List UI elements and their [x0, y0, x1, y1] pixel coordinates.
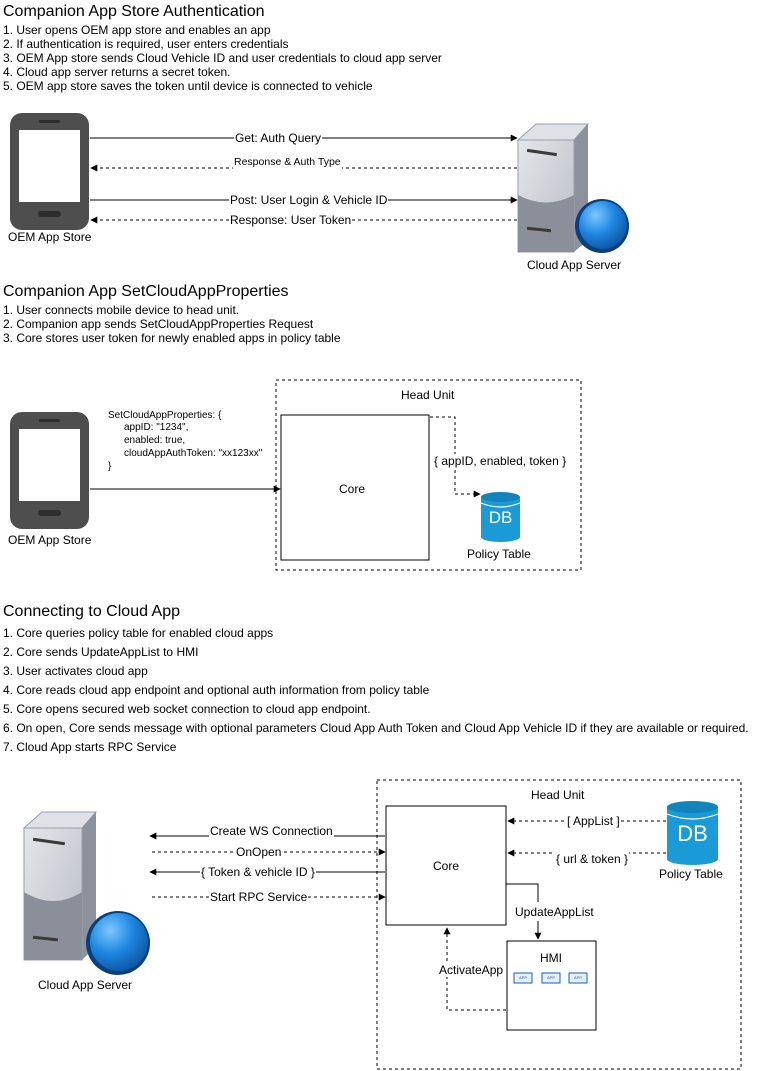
app-icon [541, 972, 561, 984]
phone-label: OEM App Store [8, 230, 92, 244]
arrow-label: Post: User Login & Vehicle ID [229, 193, 389, 207]
step-text: 2. Core sends UpdateAppList to HMI [3, 645, 199, 659]
core-label: Core [433, 859, 460, 873]
database-icon [480, 492, 521, 542]
app-icon [568, 972, 588, 984]
arrow-label: { url & token } [555, 852, 630, 866]
arrow-label: OnOpen [235, 845, 283, 859]
request-line: appID: "1234", [124, 422, 189, 433]
request-line: } [108, 461, 112, 472]
policy-table-label: Policy Table [659, 867, 723, 881]
arrow-label: Response & Auth Type [233, 155, 342, 169]
db-text: DB [677, 821, 708, 846]
policy-table-label: Policy Table [467, 547, 531, 561]
arrow-label: Response: User Token [229, 213, 353, 227]
cloud-server-icon [516, 123, 629, 253]
database-icon [666, 801, 719, 865]
step-text: 1. User opens OEM app store and enables … [3, 23, 271, 37]
app-icon-text: APP [546, 975, 555, 980]
line-updateapplist [506, 883, 539, 902]
head-unit-box [376, 779, 742, 1070]
phone-label: OEM App Store [8, 533, 92, 547]
arrow-label: Start RPC Service [209, 890, 309, 904]
phone-icon [10, 113, 89, 230]
core-label: Core [339, 482, 366, 496]
step-text: 1. Core queries policy table for enabled… [3, 626, 274, 640]
section-title: Connecting to Cloud App [3, 603, 181, 620]
phone-icon [10, 412, 89, 529]
head-unit-box [275, 379, 582, 571]
section-title: Companion App Store Authentication [3, 3, 265, 20]
request-line: SetCloudAppProperties: { [108, 410, 222, 421]
arrow-label: Get: Auth Query [234, 131, 323, 145]
core-box [385, 805, 507, 926]
server-label: Cloud App Server [527, 258, 622, 272]
step-text: 2. Companion app sends SetCloudAppProper… [3, 317, 314, 331]
step-text: 1. User connects mobile device to head u… [3, 303, 240, 317]
hmi-label: HMI [540, 951, 562, 965]
step-text: 3. Core stores user token for newly enab… [3, 331, 341, 345]
arrow-activateapp [443, 927, 506, 1011]
step-text: 4. Cloud app server returns a secret tok… [3, 65, 231, 79]
db-text: DB [488, 508, 513, 527]
cloud-server-icon [22, 811, 150, 975]
step-text: 5. OEM app store saves the token until d… [3, 79, 373, 93]
app-icon-text: APP [518, 975, 527, 980]
section-title: Companion App SetCloudAppProperties [3, 283, 289, 300]
app-icon [513, 972, 533, 984]
step-text: 7. Cloud App starts RPC Service [3, 740, 177, 754]
update-applist-label: UpdateAppList [514, 905, 595, 919]
step-text: 6. On open, Core sends message with opti… [3, 721, 749, 735]
step-text: 3. OEM App store sends Cloud Vehicle ID … [3, 51, 442, 65]
hmi-box [506, 940, 597, 1031]
app-icon-text: APP [573, 975, 582, 980]
arrow-label: [ AppList ] [566, 814, 621, 828]
request-line: cloudAppAuthToken: "xx123xx" [124, 448, 263, 459]
arrow-label: { appID, enabled, token } [433, 454, 568, 468]
activate-app-label: ActivateApp [438, 963, 505, 977]
arrow-label: { Token & vehicle ID } [200, 865, 316, 879]
server-label: Cloud App Server [38, 978, 133, 992]
arrow-store-policy [430, 416, 481, 498]
request-line: enabled: true, [124, 435, 186, 446]
arrow-label: Create WS Connection [209, 824, 334, 838]
core-box [280, 414, 430, 561]
step-text: 4. Core reads cloud app endpoint and opt… [3, 683, 430, 697]
step-text: 3. User activates cloud app [3, 664, 148, 678]
head-unit-label: Head Unit [531, 788, 585, 802]
step-text: 5. Core opens secured web socket connect… [3, 702, 371, 716]
head-unit-label: Head Unit [401, 388, 455, 402]
step-text: 2. If authentication is required, user e… [3, 37, 289, 51]
